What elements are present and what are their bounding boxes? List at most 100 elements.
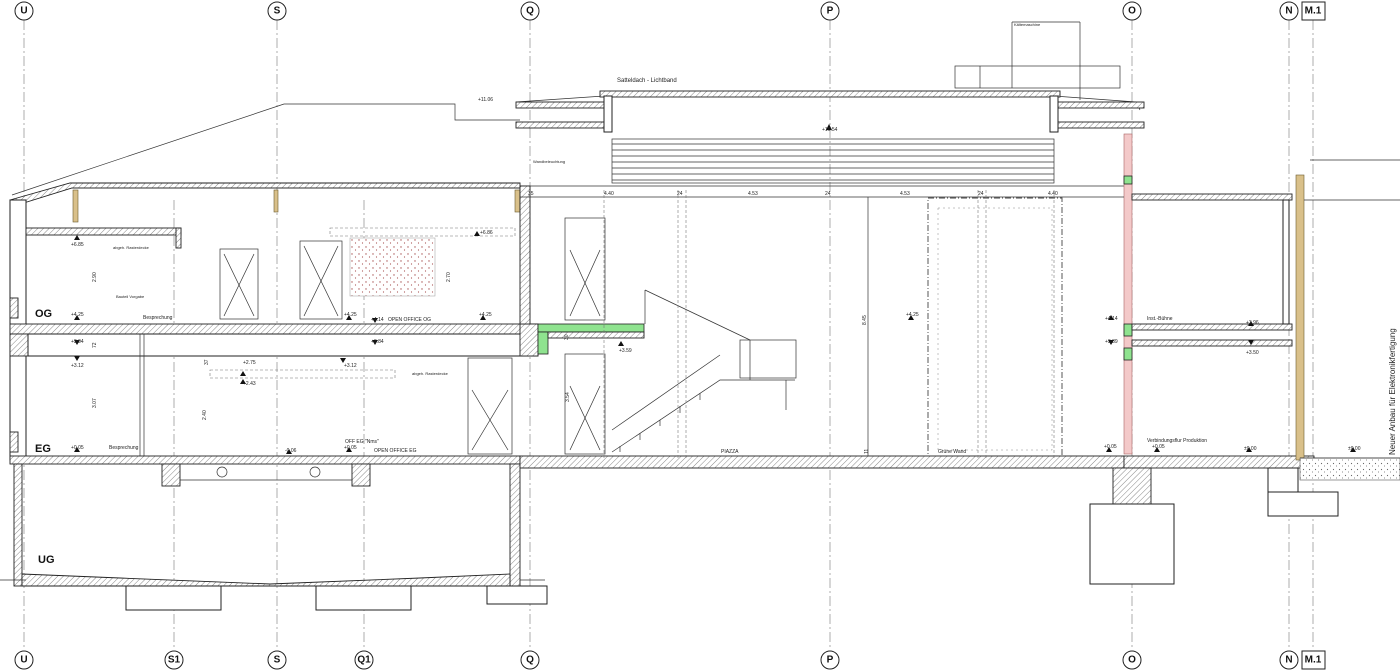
axis-bubble-top-m1: M.1 (1301, 1, 1326, 21)
label-satteldach: Satteldach - Lichtband (617, 78, 677, 84)
dim-4-53-a: 4.53 (748, 191, 758, 197)
axis-bubble-bottom-p: P (820, 650, 840, 670)
level-3-50: +3.50 (1246, 350, 1259, 356)
right-building (1131, 159, 1400, 481)
level-6-85: +6.85 (71, 242, 84, 248)
label-bauteil: Bauteil Vorgabe (116, 294, 145, 299)
skylight-louvres (612, 143, 1054, 181)
svg-text:U: U (20, 655, 27, 666)
level-3-12-b: +3.12 (344, 363, 357, 369)
level-0-05-b: +0.05 (344, 445, 357, 451)
svg-text:O: O (1128, 655, 1136, 666)
label-wandbeleuchtung: Wandbeleuchtung (533, 159, 565, 164)
level-0-05-a: +0.05 (71, 445, 84, 451)
label-abgeh-rasterdecke-eg: abgeh. Rasterdecke (412, 371, 449, 376)
axis-bubble-top-n: N (1279, 1, 1299, 21)
dim-37: 37 (204, 359, 210, 365)
axis-bubble-bottom-u: U (14, 650, 34, 670)
label-besprechung-eg: Besprechung (109, 445, 139, 451)
svg-text:S: S (274, 6, 281, 17)
floor-label-ug: UG (38, 554, 55, 566)
level-3-96: +3.96 (1246, 320, 1259, 326)
level-4-14-b: +4.14 (1105, 316, 1118, 322)
floor-label-og: OG (35, 308, 52, 320)
level-0-05-c: +0.05 (1152, 444, 1165, 450)
middle-hall (515, 21, 1339, 585)
level-6-86: +6.86 (480, 230, 493, 236)
svg-text:S: S (274, 655, 281, 666)
left-building (0, 103, 548, 611)
level-10-54: +10.54 (822, 127, 838, 133)
level-0-05-d: +0.05 (1104, 444, 1117, 450)
dim-2-90: 2.90 (92, 272, 98, 282)
axis-bubble-top-q: Q (520, 1, 540, 21)
label-abgeh-rasterdecke-og: abgeh. Rasterdecke (113, 245, 150, 250)
dim-2-40: 2.40 (202, 410, 208, 420)
svg-text:M.1: M.1 (1305, 6, 1322, 17)
label-off-eg: OFF EG "Nms" (345, 439, 379, 445)
axis-bubble-top-p: P (820, 1, 840, 21)
axis-bubble-bottom-o: O (1122, 650, 1142, 670)
dim-30: 30 (564, 334, 570, 340)
svg-text:Q: Q (526, 6, 534, 17)
svg-text:M.1: M.1 (1305, 655, 1322, 666)
dim-4-40-b: 4.40 (1048, 191, 1058, 197)
level-3-12-a: +3.12 (71, 363, 84, 369)
axis-bubble-bottom-s1: S1 (164, 650, 184, 670)
stair-steps (619, 393, 701, 452)
level-2-75: +2.75 (243, 360, 256, 366)
svg-text:U: U (20, 6, 27, 17)
level-3-94: +3.94 (71, 339, 84, 345)
dim-11: 11 (864, 449, 870, 454)
level-4-25-a: +4.25 (71, 312, 84, 318)
level-3-59: +3.59 (619, 348, 632, 354)
dim-4-53-b: 4.53 (900, 191, 910, 197)
label-kaeltemaschine: Kältemaschine (1014, 22, 1041, 27)
label-inst-buehne: Inst.-Bühne (1147, 316, 1173, 322)
axis-bubble-bottom-m1: M.1 (1301, 650, 1326, 670)
axis-bubble-bottom-n: N (1279, 650, 1299, 670)
dim-24-c: 24 (978, 191, 984, 197)
axis-bubble-top-u: U (14, 1, 34, 21)
label-gruene-wand: Grüne Wand (938, 449, 966, 455)
level-4-25-b: +4.25 (344, 312, 357, 318)
dim-24-a: 24 (677, 191, 683, 197)
label-open-office-og: OPEN OFFICE OG (388, 317, 431, 323)
dim-72: 72 (92, 342, 98, 348)
level-markers (74, 124, 1356, 454)
label-besprechung-og: Besprechung (143, 315, 173, 321)
level-0-00-b: ±0.00 (1348, 446, 1361, 452)
level-0-00-a: ±0.00 (1244, 446, 1257, 452)
level-11-06: +11.06 (478, 97, 493, 103)
dim-35: 35 (528, 191, 534, 197)
axis-bubbles-bottom: U S1 S Q1 Q P O N M.1 (14, 650, 1326, 670)
dim-2-70: 2.70 (446, 272, 452, 282)
level-2-43: +2.43 (243, 381, 256, 387)
dim-8-45: 8.45 (862, 315, 868, 325)
dim-4-40-a: 4.40 (604, 191, 614, 197)
level-4-25-d: +4.25 (906, 312, 919, 318)
axis-bubble-top-s: S (267, 1, 287, 21)
level-minus-0-06: -0.06 (285, 448, 297, 454)
axis-bubble-bottom-q1: Q1 (354, 650, 374, 670)
label-piazza: PIAZZA (721, 449, 739, 455)
dim-3-54: 3.54 (565, 392, 571, 402)
label-open-office-eg: OPEN OFFICE EG (374, 448, 417, 454)
axis-bubble-bottom-s: S (267, 650, 287, 670)
axis-bubbles-top: U S Q P O N M.1 (14, 1, 1326, 21)
level-4-25-c: +4.25 (479, 312, 492, 318)
svg-text:P: P (827, 6, 834, 17)
svg-text:N: N (1285, 6, 1292, 17)
dimension-chain (520, 190, 1124, 460)
label-verbindung: Verbindungsflur Produktion (1147, 438, 1207, 444)
svg-text:S1: S1 (168, 655, 181, 666)
label-neuer-anbau: Neuer Anbau für Elektronikfertigung (1388, 328, 1397, 455)
level-4-14-a: +4.14 (371, 317, 384, 323)
dim-3-07: 3.07 (92, 398, 98, 408)
dim-24-b: 24 (825, 191, 831, 197)
level-3-89: +3.89 (1105, 339, 1118, 345)
svg-text:O: O (1128, 6, 1136, 17)
svg-text:P: P (827, 655, 834, 666)
